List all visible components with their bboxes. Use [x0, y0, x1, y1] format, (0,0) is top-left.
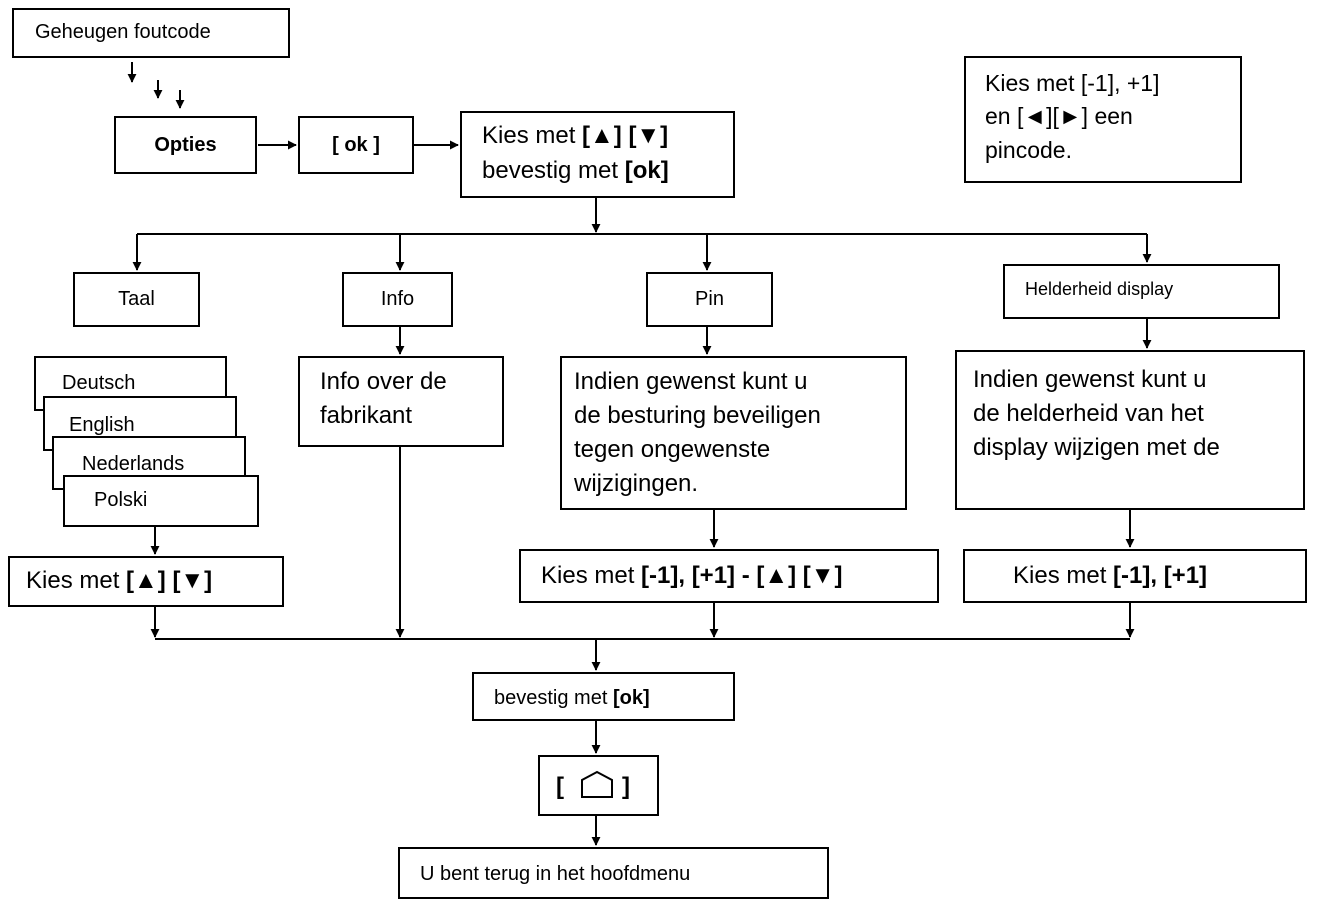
home-button[interactable]: [ ]	[538, 755, 659, 816]
back-to-main-menu-text: U bent terug in het hoofdmenu	[420, 863, 691, 885]
info-desc-line-1: Info over de	[320, 368, 447, 395]
pincode-note-box: Kies met [-1], +1] en [◄][►] een pincode…	[964, 56, 1242, 183]
taal-select-box: Kies met [▲] [▼]	[8, 556, 284, 607]
menu-info[interactable]: Info	[342, 272, 453, 327]
helderheid-description-box: Indien gewenst kunt u de helderheid van …	[955, 350, 1305, 510]
pin-description-box: Indien gewenst kunt u de besturing bevei…	[560, 356, 907, 510]
note-line-3: pincode.	[985, 137, 1072, 163]
select-line-1: Kies met [▲] [▼]	[482, 122, 669, 149]
language-label-polski: Polski	[94, 489, 148, 511]
menu-taal[interactable]: Taal	[73, 272, 200, 327]
menu-taal-label: Taal	[118, 288, 155, 310]
geheugen-foutcode-box: Geheugen foutcode	[12, 8, 290, 58]
pin-desc-line-1: Indien gewenst kunt u	[574, 368, 808, 395]
info-desc-line-2: fabrikant	[320, 402, 413, 429]
pin-select-text: Kies met [-1], [+1] - [▲] [▼]	[541, 562, 843, 589]
select-line-2: bevestig met [ok]	[482, 157, 669, 184]
ok-button-label: [ ok ]	[332, 134, 380, 156]
helderheid-desc-line-3: display wijzigen met de	[973, 434, 1220, 461]
info-description-box: Info over de fabrikant	[298, 356, 504, 447]
opties-box[interactable]: Opties	[114, 116, 257, 174]
pin-desc-line-4: wijzigingen.	[574, 470, 699, 497]
opties-label: Opties	[154, 134, 217, 156]
helderheid-desc-line-1: Indien gewenst kunt u	[973, 366, 1207, 393]
select-instruction-box: Kies met [▲] [▼] bevestig met [ok]	[460, 111, 735, 198]
menu-pin-label: Pin	[695, 288, 724, 310]
menu-info-label: Info	[380, 288, 415, 310]
pin-desc-line-2: de besturing beveiligen	[574, 402, 821, 429]
menu-helderheid-display[interactable]: Helderheid display	[1003, 264, 1280, 319]
helderheid-desc-line-2: de helderheid van het	[973, 400, 1204, 427]
menu-helderheid-label: Helderheid display	[1025, 279, 1174, 299]
geheugen-foutcode-label: Geheugen foutcode	[35, 21, 211, 43]
language-option-polski[interactable]: Polski	[63, 475, 259, 527]
ok-button[interactable]: [ ok ]	[298, 116, 414, 174]
note-line-2: en [◄][►] een	[985, 103, 1133, 129]
language-label-nederlands: Nederlands	[82, 453, 185, 475]
taal-select-text: Kies met [▲] [▼]	[26, 567, 213, 594]
menu-pin[interactable]: Pin	[646, 272, 773, 327]
home-bracket-right: ]	[622, 773, 630, 800]
helderheid-select-box: Kies met [-1], [+1]	[963, 549, 1307, 603]
home-icon	[581, 770, 613, 798]
confirm-box: bevestig met [ok]	[472, 672, 735, 721]
confirm-text: bevestig met [ok]	[494, 687, 650, 709]
note-line-1: Kies met [-1], +1]	[985, 70, 1160, 96]
helderheid-select-text: Kies met [-1], [+1]	[1013, 562, 1208, 589]
language-label-deutsch: Deutsch	[62, 372, 136, 394]
home-bracket-left: [	[556, 773, 564, 800]
pin-select-box: Kies met [-1], [+1] - [▲] [▼]	[519, 549, 939, 603]
pin-desc-line-3: tegen ongewenste	[574, 436, 771, 463]
back-to-main-menu-box: U bent terug in het hoofdmenu	[398, 847, 829, 899]
language-label-english: English	[69, 414, 135, 436]
